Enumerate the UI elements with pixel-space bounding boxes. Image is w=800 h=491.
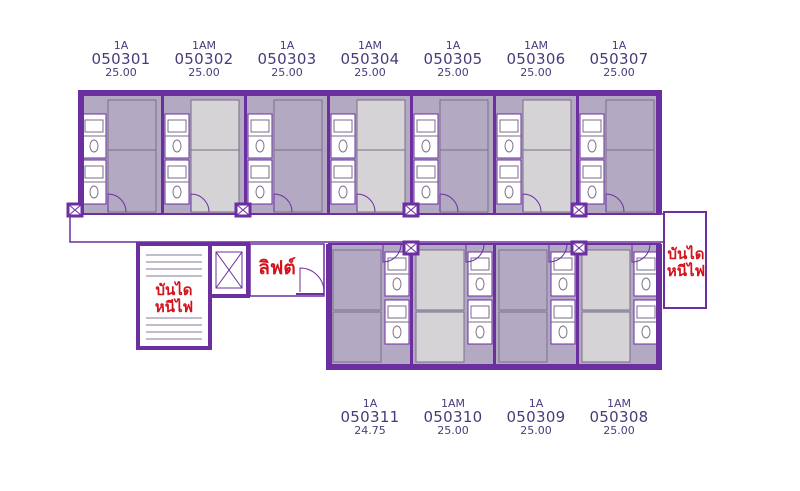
unit-type: 1AM [191,39,216,52]
lift-sign: ลิฟต์ [250,257,304,280]
unit-bottom [411,243,495,367]
unit-type: 1A [362,397,378,410]
unit-area: 25.00 [437,66,469,80]
unit-code: 050302 [174,49,234,68]
bottom-unit-row [326,243,662,370]
shaft [66,202,84,218]
shaft [570,202,588,218]
unit-code: 050304 [340,49,400,68]
unit-type: 1A [611,39,627,52]
unit-bottom [577,243,661,367]
unit-bottom [328,243,412,367]
unit-type: 1AM [357,39,382,52]
unit-code: 050301 [91,49,151,68]
unit-top [79,91,163,215]
unit-code: 050310 [423,407,483,426]
unit-top [245,91,329,215]
fire-stair-right-line2: หนีไฟ [666,262,706,281]
unit-type: 1AM [606,397,631,410]
unit-type: 1AM [440,397,465,410]
corridor [69,213,671,243]
unit-code: 050311 [340,407,400,426]
unit-area: 25.00 [603,66,635,80]
unit-area: 25.00 [603,424,635,438]
shaft [402,202,420,218]
unit-type: 1A [445,39,461,52]
lift-shaft [208,242,250,298]
unit-top [577,91,661,215]
unit-type: 1AM [523,39,548,52]
unit-top [411,91,495,215]
fire-stair-right-line1: บันได [667,245,705,263]
unit-top [494,91,578,215]
unit-area: 25.00 [354,66,386,80]
shaft [234,202,252,218]
lift-lobby [249,243,325,297]
unit-area: 25.00 [188,66,220,80]
unit-bottom [494,243,578,367]
service-shafts [66,202,588,256]
fire-stair-right-sign: บันได หนีไฟ [664,245,708,281]
unit-type: 1A [528,397,544,410]
fire-stair-left-sign: บันได หนีไฟ [142,281,206,317]
fire-stair-left-line2: หนีไฟ [154,298,194,317]
unit-area: 24.75 [354,424,386,438]
lift-sign-text: ลิฟต์ [258,257,296,279]
fire-stair-left [136,242,212,350]
shaft [402,240,420,256]
unit-area: 25.00 [105,66,137,80]
unit-area: 25.00 [271,66,303,80]
shaft [570,240,588,256]
unit-area: 25.00 [520,424,552,438]
unit-code: 050308 [589,407,649,426]
unit-area: 25.00 [437,424,469,438]
fire-stair-left-line1: บันได [155,281,193,299]
top-unit-row [78,90,662,215]
unit-code: 050305 [423,49,483,68]
unit-type: 1A [113,39,129,52]
unit-code: 050307 [589,49,649,68]
unit-area: 25.00 [520,66,552,80]
unit-top [328,91,412,215]
unit-code: 050303 [257,49,317,68]
unit-code: 050306 [506,49,566,68]
unit-code: 050309 [506,407,566,426]
corridor-end-right [663,211,707,309]
unit-type: 1A [279,39,295,52]
unit-top [162,91,246,215]
